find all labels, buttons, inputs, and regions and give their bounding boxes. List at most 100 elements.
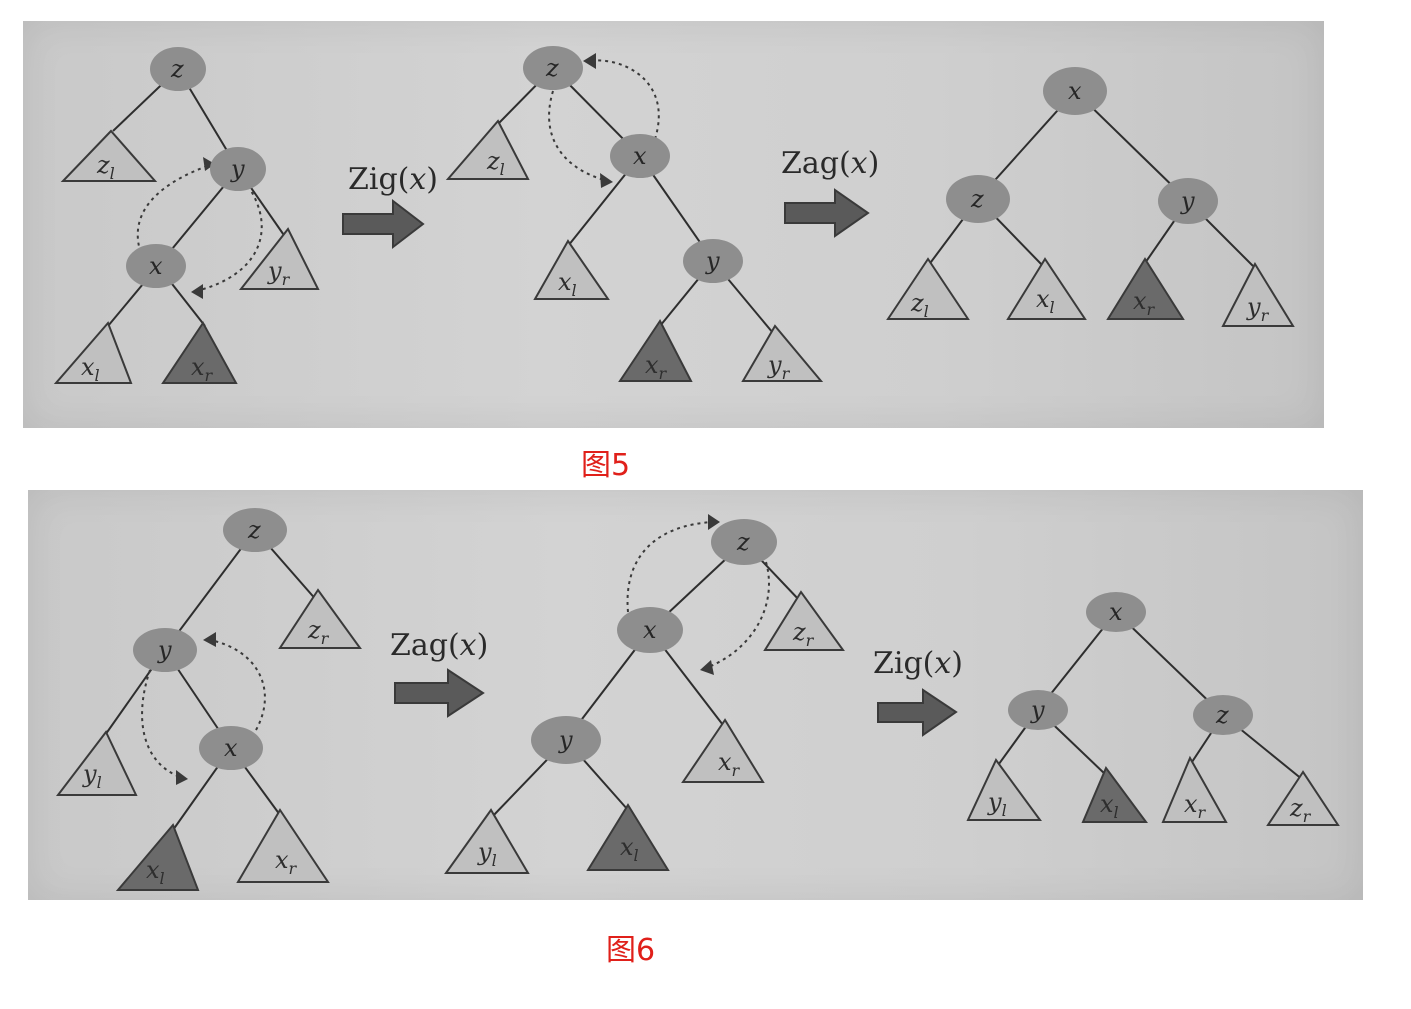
subtree-triangle [1006,257,1087,320]
tree-node [610,134,670,178]
subtree-triangle [681,718,765,783]
subtree-triangle [60,129,158,182]
node-label: z [736,528,750,556]
tree-node [683,239,743,283]
tree-node [1043,67,1107,115]
subtree-label: xl [1036,285,1055,317]
subtree-triangle [586,803,670,871]
operation-label: Zig(x) [348,162,438,197]
subtree-triangle [618,319,693,382]
subtree-triangle [966,758,1042,821]
node-label: x [643,616,657,644]
rotation-arrowhead [203,632,216,647]
subtree-triangle [53,321,133,384]
subtree-label: xl [558,268,577,300]
transform-arrow [342,198,425,250]
subtree-triangle [1266,770,1340,826]
node-label: y [230,155,245,183]
figure-6-diagram: zr yl xl xr z y x Zag(x) zr xr [28,490,1363,900]
subtree-triangle [278,588,362,649]
subtree-label: yr [1246,293,1270,325]
tree-node [150,47,206,91]
subtree-label: xr [1184,790,1207,822]
subtree-label: yl [477,838,497,870]
node-label: x [149,252,163,280]
subtree-label: xr [275,846,298,878]
node-label: x [1068,77,1082,105]
tree-node [711,519,777,565]
operation-label: Zag(x) [390,628,488,663]
rotation-arrow [626,521,714,613]
node-label: z [247,516,261,544]
edge [1115,611,1224,716]
figure-6-svg: zr yl xl xr z y x Zag(x) zr xr [55,508,1340,891]
rotation-arrowhead [708,514,720,530]
rotation-arrowhead [583,53,596,69]
rotation-arrowhead [191,284,203,299]
operation-label: Zig(x) [873,646,963,681]
rotation-arrowhead [203,157,215,171]
tree-node [1158,178,1218,224]
subtree-label: zl [486,147,505,179]
subtree-label: zr [792,618,815,650]
subtree-triangle [1106,257,1185,320]
subtree-triangle [1161,755,1228,823]
subtree-triangle [741,324,824,382]
node-label: y [705,247,720,275]
transform-arrow [877,688,958,737]
subtree-triangle [1221,261,1295,327]
subtree-label: xr [645,351,668,383]
tree-node [1193,695,1253,735]
subtree-label: zr [307,616,330,648]
node-label: x [633,142,647,170]
node-label: y [558,726,573,754]
tree-node [210,147,266,191]
tree-node [1008,690,1068,730]
rotation-arrow [209,639,266,731]
subtree-label: zl [910,289,929,321]
rotation-arrow [136,163,214,260]
subtree-label: zr [1289,794,1312,826]
figure-6-caption: 图6 [606,933,656,968]
edge [164,529,256,651]
operation-label: Zag(x) [781,146,879,181]
subtree-triangle [445,119,530,180]
rotation-arrowhead [700,660,714,675]
subtree-triangle [886,257,970,320]
rotation-arrow [141,669,184,779]
subtree-triangle [533,239,610,300]
transform-arrow [784,188,870,238]
tree-node [531,716,601,764]
subtree-label: xl [620,833,639,865]
node-label: z [970,185,984,213]
node-label: z [1215,701,1229,729]
node-label: x [224,734,238,762]
subtree-label: xr [1133,287,1156,319]
figure-5-diagram: zl yr xl xr z y x Zig(x) zl xl [23,21,1324,428]
rotation-arrowhead [176,770,188,785]
subtree-label: yl [82,760,102,792]
rotation-arrowhead [600,173,613,188]
rotation-arrow [705,561,770,669]
rotation-arrow [548,90,609,182]
node-label: z [170,55,184,83]
tree-node [126,244,186,288]
tree-node [946,175,1010,223]
subtree-label: yl [987,788,1007,820]
subtree-triangle [1081,766,1148,823]
subtree-triangle [55,730,138,796]
tree-node [523,46,583,90]
transform-arrow [394,668,485,718]
tree-node [223,508,287,552]
subtree-label: xr [718,748,741,780]
subtree-label: yr [267,257,291,289]
node-label: y [1030,696,1045,724]
node-label: y [157,636,172,664]
subtree-triangle [236,808,330,883]
subtree-label: yr [767,351,791,383]
tree-node [617,607,683,653]
subtree-label: xr [191,353,214,385]
subtree-triangle [238,227,320,290]
subtree-triangle [161,321,238,384]
subtree-label: xl [146,856,165,888]
